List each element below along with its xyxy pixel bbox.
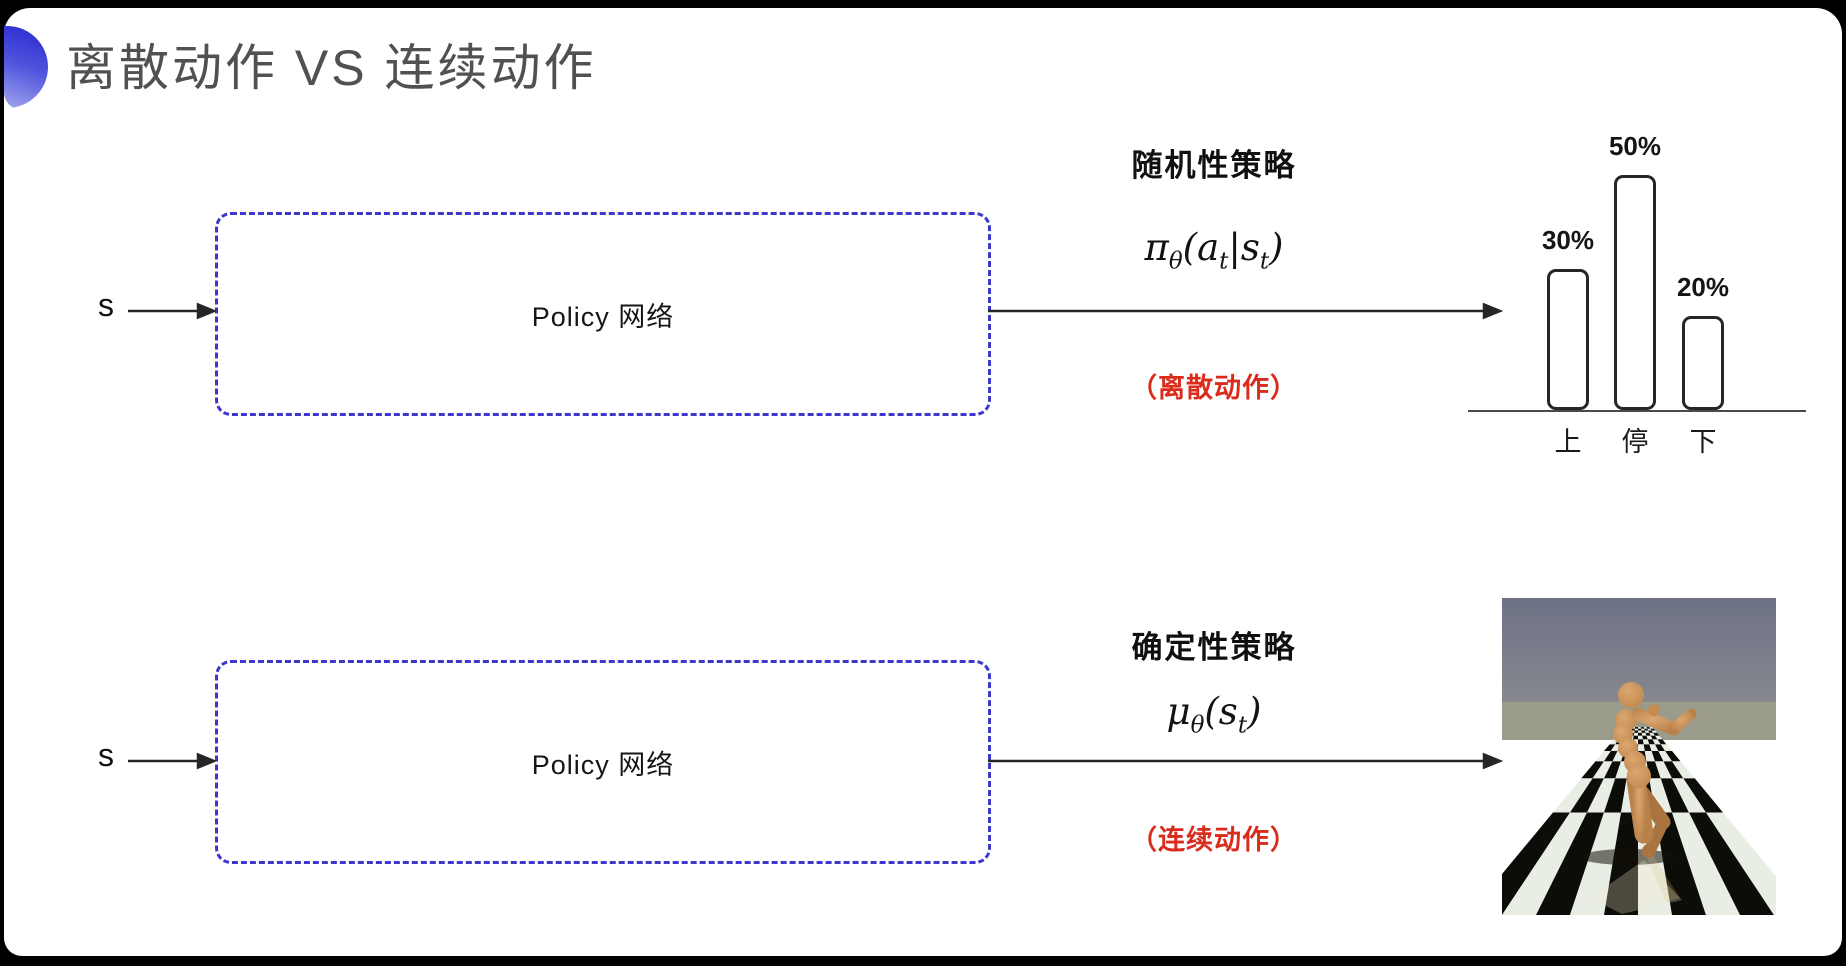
policy-network-label-top: Policy 网络 [531, 301, 675, 332]
humanoid-simulation-image [1502, 598, 1776, 916]
bar-category-label: 上 [1554, 427, 1582, 457]
policy-formula-top: πθ(at|st) [1144, 226, 1284, 275]
bar-category-label: 下 [1689, 427, 1717, 457]
state-label-top: s [98, 287, 114, 323]
checkerboard-floor [1502, 727, 1776, 915]
title-accent-icon [4, 26, 48, 108]
policy-type-bottom: 确定性策略 [1131, 630, 1297, 665]
policy-type-top: 随机性策略 [1131, 148, 1297, 183]
policy-network-label-bottom: Policy 网络 [531, 749, 675, 780]
title-accent-wrap [4, 24, 54, 110]
page-title: 离散动作 VS 连续动作 [66, 40, 597, 96]
bar-value-label: 20% [1676, 272, 1730, 302]
policy-network-box-top: Policy 网络 [215, 212, 991, 416]
bar-停 [1614, 175, 1656, 410]
chart-baseline [1468, 410, 1806, 412]
bar-category-label: 停 [1621, 427, 1649, 457]
policy-formula-bottom: μθ(st) [1166, 690, 1262, 739]
state-label-bottom: s [98, 737, 114, 773]
action-note-top: （离散动作） [1130, 373, 1298, 403]
floor-glare [1646, 854, 1680, 902]
action-probability-chart: 30% 上 50% 停 20% 下 [1468, 100, 1816, 468]
bar-value-label: 50% [1608, 131, 1662, 161]
floor-reflection [1590, 860, 1682, 914]
bar-value-label: 30% [1541, 225, 1595, 255]
action-note-bottom: （连续动作） [1130, 825, 1298, 855]
humanoid-scene [1502, 598, 1776, 915]
policy-network-box-bottom: Policy 网络 [215, 660, 991, 864]
humanoid-robot [1581, 682, 1697, 914]
bar-下 [1682, 316, 1724, 410]
robot-head [1618, 682, 1644, 708]
bar-上 [1547, 269, 1589, 410]
